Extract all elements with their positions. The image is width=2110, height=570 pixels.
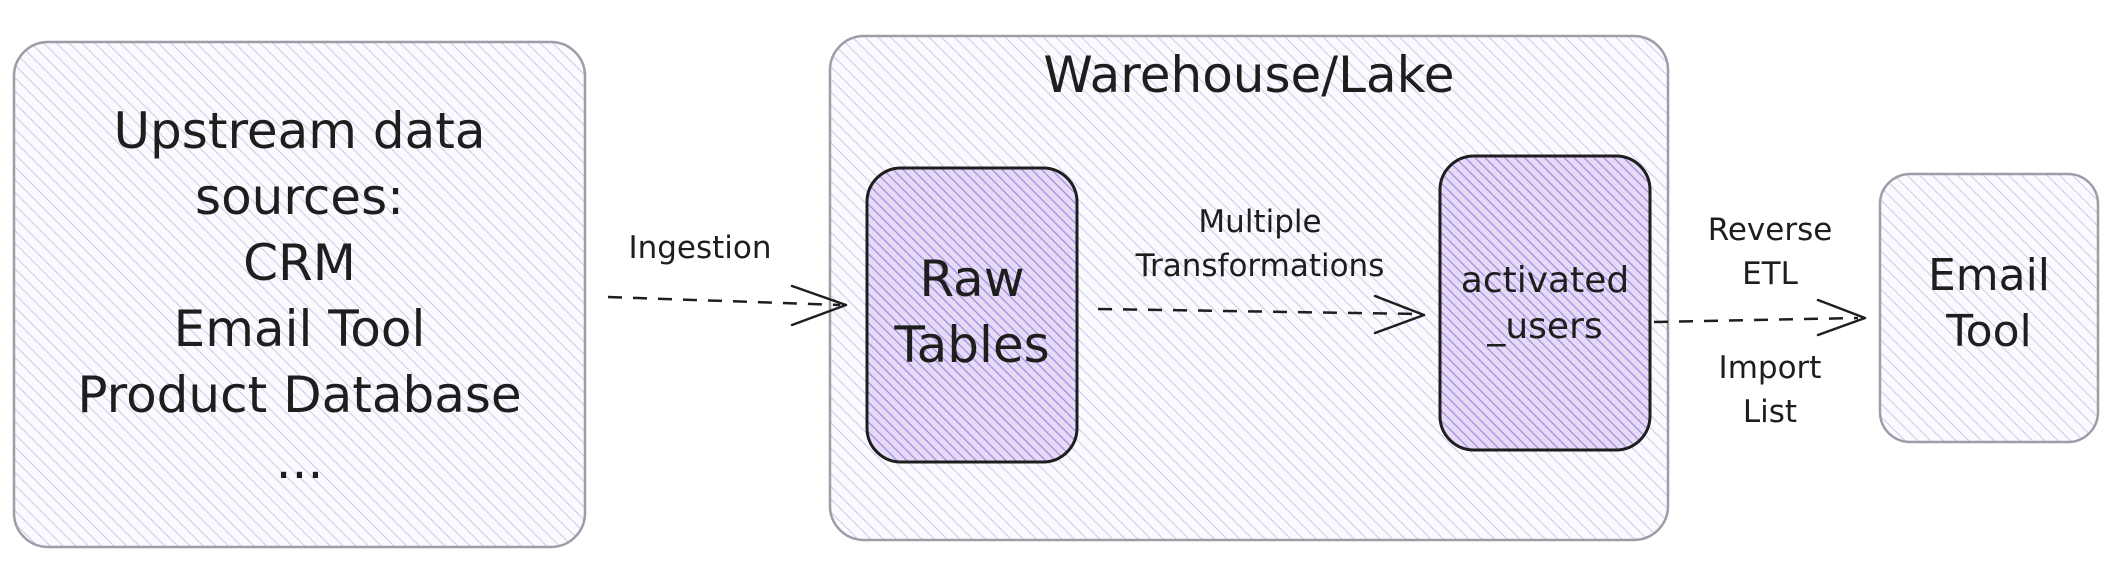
upstream-sources-box[interactable] <box>12 40 587 549</box>
activated-users-label: activated _users <box>1440 258 1650 350</box>
transformations-label: Multiple Transformations <box>1095 200 1425 288</box>
raw-tables-box[interactable] <box>865 166 1079 464</box>
upstream-line-6: ... <box>275 432 324 490</box>
upstream-sources-label: Upstream data sources: CRM Email Tool Pr… <box>14 98 585 494</box>
transformations-arrow <box>1097 294 1426 335</box>
upstream-line-1: Upstream data <box>113 102 486 160</box>
raw-tables-label: Raw Tables <box>867 246 1077 378</box>
upstream-line-3: CRM <box>243 234 356 292</box>
email-tool-line-1: Email <box>1927 250 2051 301</box>
reverse-etl-label: Reverse ETL <box>1680 208 1860 296</box>
import-list-line-2: List <box>1742 394 1798 430</box>
reverse-etl-line-2: ETL <box>1742 256 1798 292</box>
upstream-line-5: Product Database <box>77 366 522 424</box>
email-tool-box[interactable] <box>1878 172 2100 444</box>
transformations-line-1: Multiple <box>1198 204 1322 240</box>
reverse-etl-arrow <box>1653 298 1867 337</box>
activated-users-line-1: activated <box>1460 260 1630 301</box>
email-tool-label: Email Tool <box>1880 248 2098 360</box>
activated-users-line-2: _users <box>1487 306 1603 347</box>
upstream-line-2: sources: <box>195 168 404 226</box>
activated-users-box[interactable] <box>1438 154 1652 452</box>
raw-tables-line-2: Tables <box>894 316 1050 374</box>
transformations-line-2: Transformations <box>1135 248 1385 284</box>
reverse-etl-line-1: Reverse <box>1707 212 1833 248</box>
warehouse-lake-title: Warehouse/Lake <box>1043 46 1455 104</box>
ingestion-arrow <box>607 284 848 327</box>
upstream-line-4: Email Tool <box>173 300 426 358</box>
import-list-line-1: Import <box>1718 350 1822 386</box>
import-list-label: Import List <box>1680 346 1860 434</box>
ingestion-label: Ingestion <box>628 230 772 266</box>
email-tool-line-2: Tool <box>1946 306 2032 357</box>
raw-tables-line-1: Raw <box>919 250 1025 308</box>
